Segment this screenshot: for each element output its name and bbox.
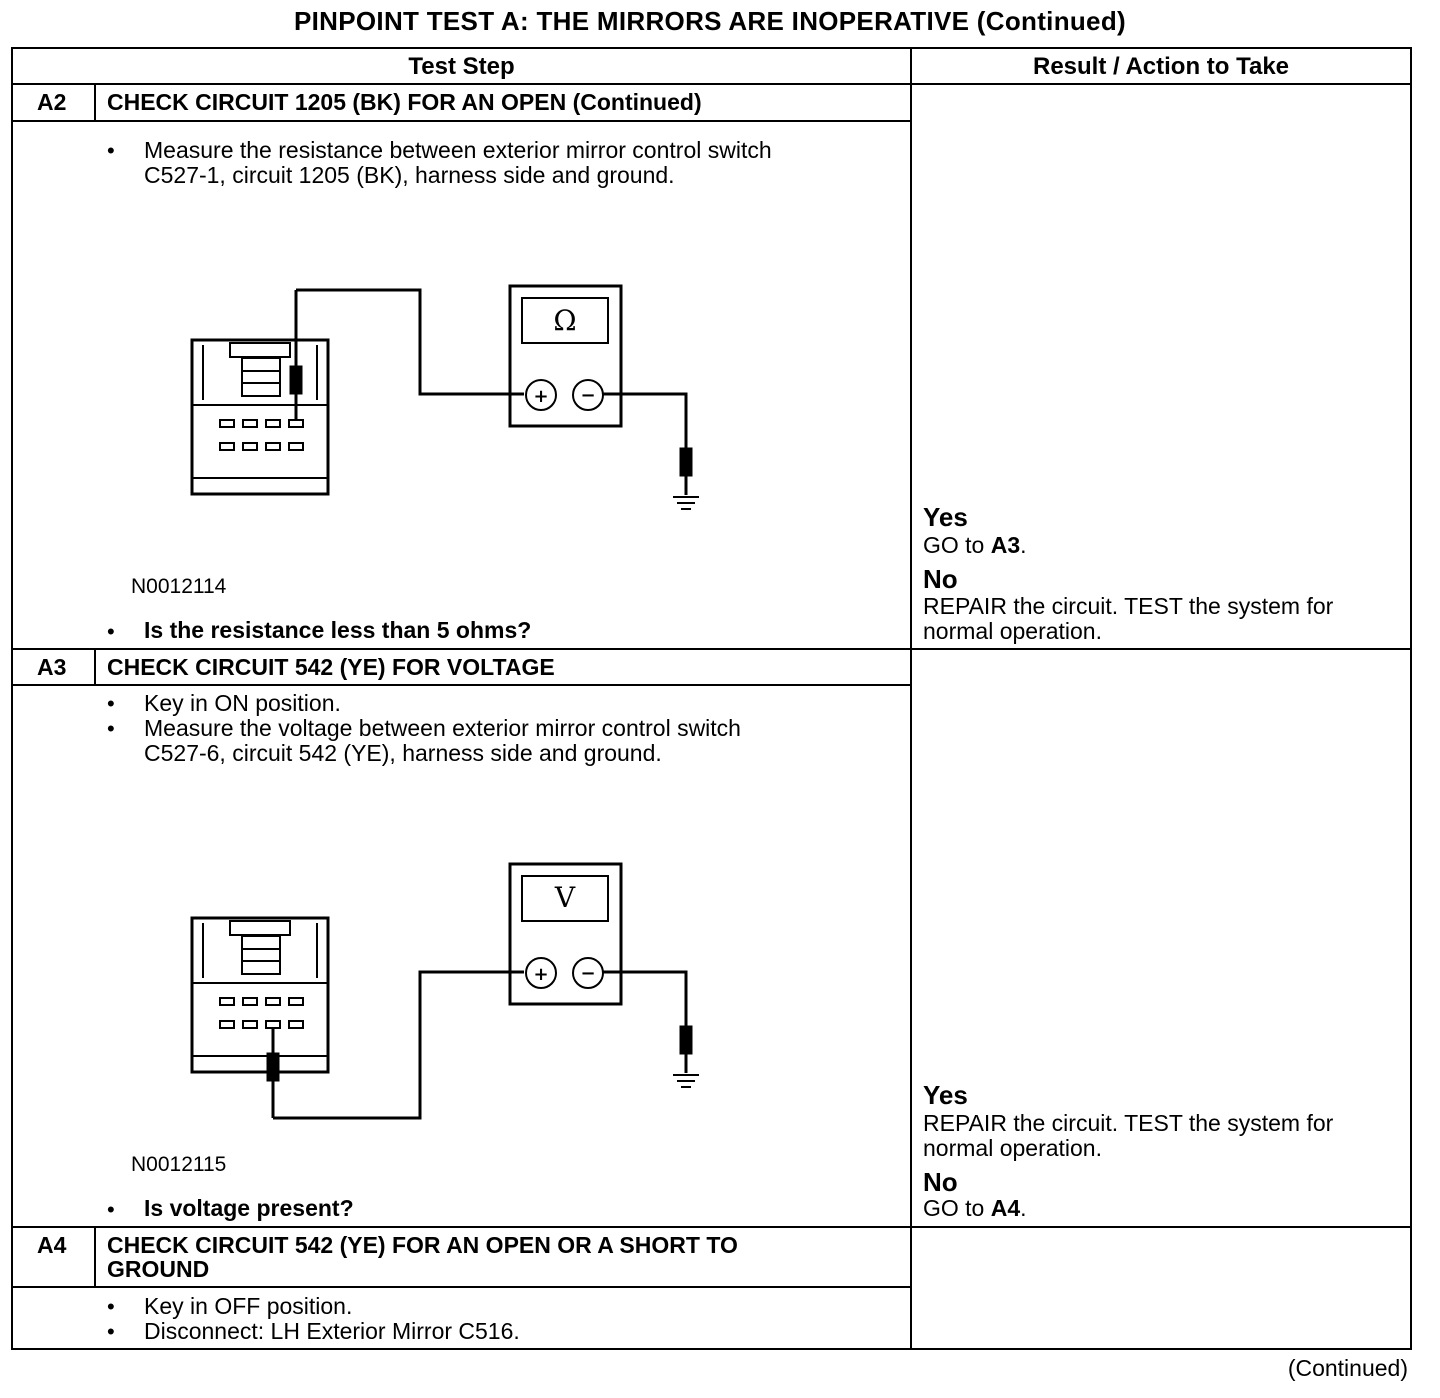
bullet-text: Key in OFF position. — [144, 1293, 353, 1319]
minus-terminal-label: − — [580, 385, 595, 406]
step-id-a3: A3 — [37, 654, 67, 680]
bullet-marker: • — [107, 1197, 115, 1222]
meter-symbol-volt: V — [554, 881, 576, 914]
result-yes-action: REPAIR the circuit. TEST the system for — [923, 1110, 1334, 1136]
bullet-marker: • — [107, 691, 115, 716]
result-no-action: REPAIR the circuit. TEST the system for — [923, 593, 1334, 619]
ground-symbol-icon — [673, 496, 699, 510]
plus-terminal-label: + — [533, 964, 548, 985]
bullet-text: Measure the voltage between exterior mir… — [144, 715, 741, 741]
bullet-text: C527-6, circuit 542 (YE), harness side a… — [144, 740, 662, 766]
meter-symbol-ohm: Ω — [553, 304, 576, 337]
bullet-marker: • — [107, 1319, 115, 1344]
ground-symbol-icon — [673, 1074, 699, 1088]
step-id-a4: A4 — [37, 1232, 67, 1258]
connector-c527-icon — [190, 916, 330, 1074]
bullet-text: Measure the resistance between exterior … — [144, 137, 772, 163]
step-id-a2: A2 — [37, 89, 67, 115]
result-yes-label: Yes — [923, 1080, 968, 1110]
result-no-action: normal operation. — [923, 618, 1102, 644]
minus-terminal-label: − — [580, 963, 595, 984]
bullet-text: C527-1, circuit 1205 (BK), harness side … — [144, 162, 675, 188]
step-question-a3: Is voltage present? — [144, 1195, 354, 1221]
bullet-marker: • — [107, 716, 115, 741]
step-heading-a3: CHECK CIRCUIT 542 (YE) FOR VOLTAGE — [107, 654, 555, 680]
continued-footer: (Continued) — [1287, 1355, 1408, 1381]
figure-id: N0012114 — [131, 575, 227, 598]
step-heading-a2: CHECK CIRCUIT 1205 (BK) FOR AN OPEN (Con… — [107, 89, 702, 115]
bullet-text: Key in ON position. — [144, 690, 341, 716]
result-no-label: No — [923, 564, 958, 594]
step-heading-a4: CHECK CIRCUIT 542 (YE) FOR AN OPEN OR A … — [107, 1232, 738, 1258]
header-result: Result / Action to Take — [1032, 53, 1290, 80]
result-yes-action: GO to A3. — [923, 532, 1027, 558]
connector-c527-icon — [190, 338, 330, 496]
bullet-marker: • — [107, 1294, 115, 1319]
bullet-marker: • — [107, 138, 115, 163]
step-heading-a4: GROUND — [107, 1256, 210, 1282]
header-test-step: Test Step — [408, 53, 515, 80]
bullet-text: Disconnect: LH Exterior Mirror C516. — [144, 1318, 520, 1344]
result-no-label: No — [923, 1167, 958, 1197]
step-question-a2: Is the resistance less than 5 ohms? — [144, 617, 532, 643]
bullet-marker: • — [107, 619, 115, 644]
result-yes-action: normal operation. — [923, 1135, 1102, 1161]
figure-id: N0012115 — [131, 1153, 227, 1176]
result-no-action: GO to A4. — [923, 1195, 1027, 1221]
page-title: PINPOINT TEST A: THE MIRRORS ARE INOPERA… — [294, 6, 1126, 36]
multimeter-icon — [508, 862, 623, 1006]
plus-terminal-label: + — [533, 386, 548, 407]
multimeter-icon — [508, 284, 623, 428]
result-yes-label: Yes — [923, 502, 968, 532]
